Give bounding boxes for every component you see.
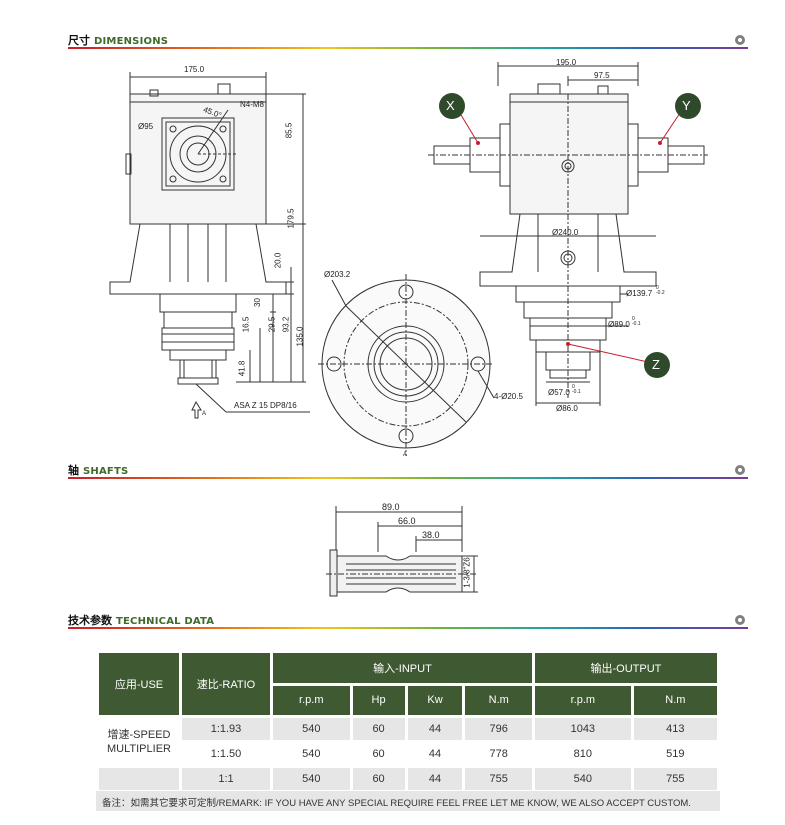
header-out-rpm: r.p.m xyxy=(534,685,631,715)
header-ratio: 速比-RATIO xyxy=(182,653,270,715)
header-in-rpm: r.p.m xyxy=(273,685,350,715)
dim-l1: 89.0 xyxy=(382,502,400,512)
remark-note: 备注：如需其它要求可定制/REMARK: IF YOU HAVE ANY SPE… xyxy=(96,791,720,811)
ratio-cell: 1:1.93 xyxy=(182,718,270,740)
dim-d2: Ø89.0 xyxy=(608,320,630,329)
bullet-icon xyxy=(735,35,745,45)
dim-side-half: 97.5 xyxy=(594,71,610,80)
dim-d3-tol: 0 -0.1 xyxy=(572,384,581,395)
dim-d4: Ø86.0 xyxy=(556,404,578,413)
shaft-drawing xyxy=(326,506,478,597)
dim-h2: 179.5 xyxy=(286,208,296,229)
dim-pilot: Ø95 xyxy=(138,122,154,131)
label-z: Z xyxy=(652,357,660,372)
dim-d1-tol: 0 -0.2 xyxy=(656,285,665,296)
front-view-drawing xyxy=(109,72,310,419)
dim-d3: Ø57.0 xyxy=(548,388,570,397)
dim-bolts: N4-M8 xyxy=(240,100,265,109)
dim-flange: Ø203.2 xyxy=(324,270,351,279)
use-cell: 增速-SPEED MULTIPLIER xyxy=(99,718,179,765)
rainbow-divider xyxy=(68,477,748,479)
dim-d2-tol: 0 -0.1 xyxy=(632,316,641,327)
dim-h6: 29.5 xyxy=(267,316,277,333)
shaft-spec: 1-3/8"Z6 xyxy=(462,557,472,588)
label-x: X xyxy=(446,98,455,113)
dim-side-width: 195.0 xyxy=(556,58,577,67)
front-view-labels: 175.0 45.0° N4-M8 Ø95 85.5 179.5 20.0 30… xyxy=(100,62,320,424)
technical-data-table: 应用-USE 速比-RATIO 输入-INPUT 输出-OUTPUT r.p.m… xyxy=(96,650,720,793)
dim-holes: 4-Ø20.5 xyxy=(494,392,523,401)
flange-view-drawing xyxy=(318,274,495,456)
label-y: Y xyxy=(682,98,691,113)
dim-h7: 93.2 xyxy=(281,316,291,333)
table-row: 增速-SPEED MULTIPLIER 1:1.93 540 60 44 796… xyxy=(99,718,717,765)
rainbow-divider xyxy=(68,47,748,49)
header-use: 应用-USE xyxy=(99,653,179,715)
header-out-nm: N.m xyxy=(633,685,717,715)
header-in-kw: Kw xyxy=(407,685,463,715)
dim-h8: 135.0 xyxy=(295,326,305,347)
header-in-nm: N.m xyxy=(465,685,532,715)
header-input: 输入-INPUT xyxy=(273,653,532,683)
side-view-drawing xyxy=(428,62,708,406)
dim-d1: Ø139.7 xyxy=(626,289,653,298)
dim-h4: 30 xyxy=(252,298,262,307)
ratio-cell: 1:1 xyxy=(182,768,270,790)
dim-l3: 38.0 xyxy=(422,530,440,540)
dim-width: 175.0 xyxy=(184,65,205,74)
view-a-label: A xyxy=(202,411,207,417)
rainbow-divider xyxy=(68,627,748,629)
dim-base: Ø240.0 xyxy=(552,228,579,237)
ratio-cell: 1:1.50 xyxy=(182,743,270,765)
flange-view-labels: Ø203.2 4-Ø20.5 A xyxy=(318,266,523,462)
header-in-hp: Hp xyxy=(352,685,405,715)
bullet-icon xyxy=(735,615,745,625)
table-row: 1:1 540 60 44 755 540 755 xyxy=(99,768,717,790)
flange-view-a-label: A xyxy=(403,452,408,458)
bullet-icon xyxy=(735,465,745,475)
dim-l2: 66.0 xyxy=(398,516,416,526)
dim-h5: 16.5 xyxy=(241,316,251,333)
dim-h1: 85.5 xyxy=(284,122,294,139)
side-view-labels: 195.0 97.5 Ø240.0 Ø139.7 0 -0.2 Ø89.0 0 … xyxy=(428,58,708,418)
table-row: 1:1.50 540 60 44 778 810 519 xyxy=(99,743,717,765)
dim-h9: 41.8 xyxy=(237,360,247,377)
empty-use-cell xyxy=(99,768,179,790)
dim-h3: 20.0 xyxy=(273,252,283,269)
dim-angle: 45.0° xyxy=(202,105,223,120)
shaft-labels: 89.0 66.0 38.0 1-3/8"Z6 xyxy=(326,502,490,606)
spline-spec: ASA Z 15 DP8/16 xyxy=(234,401,297,410)
header-output: 输出-OUTPUT xyxy=(534,653,717,683)
